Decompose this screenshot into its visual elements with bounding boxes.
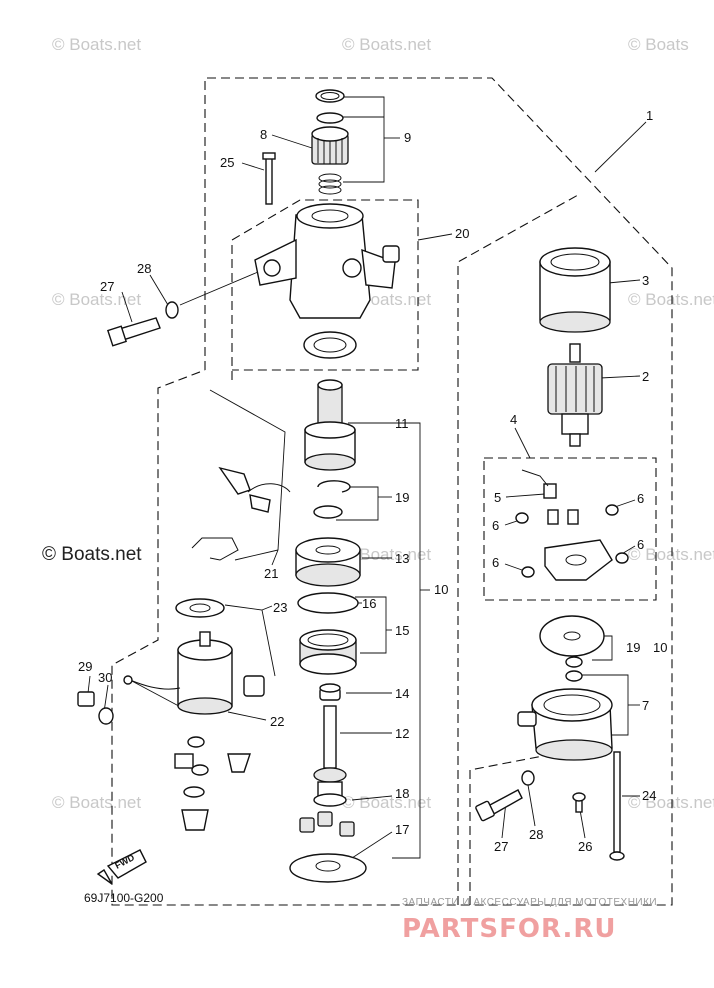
terminal-hardware xyxy=(174,736,251,831)
callout-22: 22 xyxy=(270,714,284,729)
callout-10: 10 xyxy=(434,582,448,597)
solenoid-gasket xyxy=(175,598,225,618)
callout-17: 17 xyxy=(395,822,409,837)
callout-8: 8 xyxy=(260,127,267,142)
callout-13: 13 xyxy=(395,551,409,566)
watermark: © Boats xyxy=(628,35,689,54)
watermark: © Boats.net xyxy=(52,35,141,54)
spring xyxy=(318,173,342,195)
callout-6: 6 xyxy=(492,555,499,570)
internal-gear xyxy=(299,629,357,675)
brand-subtitle: ЗАПЧАСТИ И АКСЕССУАРЫ ДЛЯ МОТОТЕХНИКИ xyxy=(402,897,657,908)
callout-29: 29 xyxy=(78,659,92,674)
ring xyxy=(316,112,344,124)
assembly-1-boundary xyxy=(111,77,673,906)
callout-11: 11 xyxy=(395,416,409,431)
oil-seal xyxy=(303,331,357,359)
callout-14: 14 xyxy=(395,686,409,701)
leader-lines xyxy=(87,96,647,859)
retaining-ring xyxy=(315,89,345,103)
bolt-group-boundary xyxy=(469,754,549,905)
solenoid xyxy=(123,631,233,715)
cover-piece xyxy=(243,675,265,697)
through-bolt-24 xyxy=(613,751,621,853)
callout-5: 5 xyxy=(494,490,501,505)
callout-25: 25 xyxy=(220,155,234,170)
assembly-20-boundary xyxy=(231,199,419,380)
watermark: © Boats.net xyxy=(342,793,431,812)
watermark: © Boats.net xyxy=(342,35,431,54)
wire-clip xyxy=(191,537,239,561)
watermark: © Boats.net xyxy=(628,793,714,812)
callout-30: 30 xyxy=(98,670,112,685)
callout-19: 19 xyxy=(626,640,640,655)
callout-9: 9 xyxy=(404,130,411,145)
callout-19: 19 xyxy=(395,490,409,505)
callout-4: 4 xyxy=(510,412,517,427)
brand-logo: PARTSFOR.RU xyxy=(402,914,616,944)
snap-ring xyxy=(317,480,351,493)
armature xyxy=(547,343,603,447)
callout-6: 6 xyxy=(492,518,499,533)
bolt-27-left xyxy=(106,317,161,347)
inner-boundary xyxy=(457,194,579,905)
pinion-shaft xyxy=(313,705,347,807)
front-housing xyxy=(254,203,400,319)
watermark: © Boats.net xyxy=(342,545,431,564)
bolt-27-right xyxy=(475,789,523,822)
washer xyxy=(313,505,343,519)
callout-2: 2 xyxy=(642,369,649,384)
diagram-code: 69J7100-G200 xyxy=(84,891,164,905)
callout-27: 27 xyxy=(100,279,114,294)
assembly-4-boundary xyxy=(483,457,657,601)
through-bolt xyxy=(265,155,273,205)
pinion-gear xyxy=(311,126,349,165)
callout-23: 23 xyxy=(273,600,287,615)
clutch-assembly xyxy=(304,379,356,471)
washer-28-right xyxy=(521,770,535,786)
callout-labels: 1 2 3 4 5 6 6 6 6 7 8 9 10 10 11 12 13 1… xyxy=(78,108,667,854)
planet-gears xyxy=(299,811,355,837)
callout-16: 16 xyxy=(362,596,376,611)
assembly-boundaries xyxy=(111,77,673,906)
callout-21: 21 xyxy=(264,566,278,581)
callout-6: 6 xyxy=(637,537,644,552)
end-plate xyxy=(539,615,605,668)
callout-26: 26 xyxy=(578,839,592,854)
thrust-plate xyxy=(289,853,367,883)
callout-24: 24 xyxy=(642,788,656,803)
washer-30 xyxy=(98,707,114,725)
rubber-ring xyxy=(297,592,359,614)
rear-cover xyxy=(517,670,613,761)
callout-27: 27 xyxy=(494,839,508,854)
watermark: © Boats.net xyxy=(628,290,714,309)
fwd-arrow xyxy=(96,849,147,885)
callout-12: 12 xyxy=(395,726,409,741)
callout-6: 6 xyxy=(637,491,644,506)
brush-clip xyxy=(218,466,291,513)
watermark: © Boats.net xyxy=(52,290,141,309)
callout-28: 28 xyxy=(137,261,151,276)
watermark: © Boats.net xyxy=(52,793,141,812)
callout-18: 18 xyxy=(395,786,409,801)
callout-15: 15 xyxy=(395,623,409,638)
callout-1: 1 xyxy=(646,108,653,123)
callout-20: 20 xyxy=(455,226,469,241)
callout-7: 7 xyxy=(642,698,649,713)
parts: FWD xyxy=(77,89,629,885)
yoke xyxy=(539,247,611,333)
washer-28-left xyxy=(165,301,179,319)
watermark: © Boats.net xyxy=(42,544,142,565)
callout-10: 10 xyxy=(653,640,667,655)
watermark: © Boats.net xyxy=(628,545,714,564)
nut-29 xyxy=(77,691,95,707)
planet-carrier xyxy=(295,537,361,587)
callout-3: 3 xyxy=(642,273,649,288)
watermark-layer: © Boats.net © Boats.net © Boats © Boats.… xyxy=(42,35,714,812)
callout-28: 28 xyxy=(529,827,543,842)
brush-holder-assembly xyxy=(515,469,629,581)
